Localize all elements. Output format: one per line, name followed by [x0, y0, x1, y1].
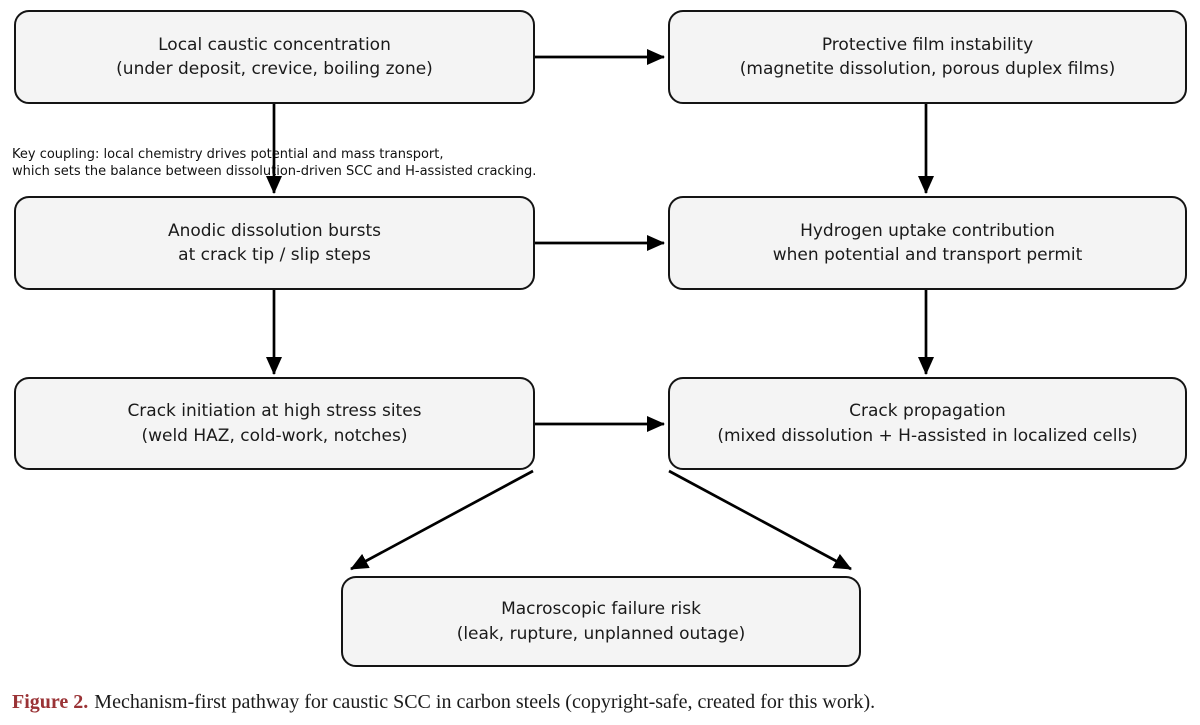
- figure-caption-label: Figure 2.: [12, 691, 89, 713]
- flow-box-line: Protective film instability: [821, 34, 1034, 55]
- key-coupling-note: Key coupling: local chemistry drives pot…: [12, 146, 536, 181]
- flow-box-line: Crack initiation at high stress sites: [127, 401, 422, 422]
- flow-box-crack-initiation: Crack initiation at high stress sites (w…: [14, 377, 535, 470]
- flow-box-line: (leak, rupture, unplanned outage): [456, 623, 746, 644]
- flow-box-line: (under deposit, crevice, boiling zone): [116, 59, 433, 79]
- flow-box-failure-risk: Macroscopic failure risk (leak, rupture,…: [341, 576, 861, 667]
- flow-box-line: (weld HAZ, cold-work, notches): [141, 425, 408, 446]
- flow-box-line: (mixed dissolution + H-assisted in local…: [717, 425, 1138, 446]
- flow-box-line: Hydrogen uptake contribution: [800, 220, 1055, 241]
- flow-box-crack-propagation: Crack propagation (mixed dissolution + H…: [668, 377, 1187, 470]
- flow-box-line: when potential and transport permit: [772, 245, 1083, 265]
- flow-box-local-caustic: Local caustic concentration (under depos…: [14, 10, 535, 104]
- flow-box-line: (magnetite dissolution, porous duplex fi…: [739, 59, 1116, 79]
- arrow-crack-propagation-to-failure-risk: [668, 469, 852, 571]
- flow-box-film-instability: Protective film instability (magnetite d…: [668, 10, 1187, 104]
- flow-box-line: Crack propagation: [849, 401, 1006, 422]
- flow-box-line: Anodic dissolution bursts: [167, 220, 382, 241]
- flow-box-line: Local caustic concentration: [158, 34, 391, 55]
- flow-box-line: Macroscopic failure risk: [501, 599, 701, 620]
- figure-caption-text: Mechanism-first pathway for caustic SCC …: [94, 691, 876, 713]
- key-coupling-note-line: which sets the balance between dissoluti…: [12, 164, 537, 180]
- arrow-crack-initiation-to-failure-risk: [350, 469, 534, 571]
- figure-caption: Figure 2.Mechanism-first pathway for cau…: [12, 691, 875, 714]
- flow-box-line: at crack tip / slip steps: [178, 245, 371, 265]
- key-coupling-note-line: Key coupling: local chemistry drives pot…: [12, 147, 444, 162]
- flow-box-anodic-dissolution: Anodic dissolution bursts at crack tip /…: [14, 196, 535, 290]
- flow-box-hydrogen-uptake: Hydrogen uptake contribution when potent…: [668, 196, 1187, 290]
